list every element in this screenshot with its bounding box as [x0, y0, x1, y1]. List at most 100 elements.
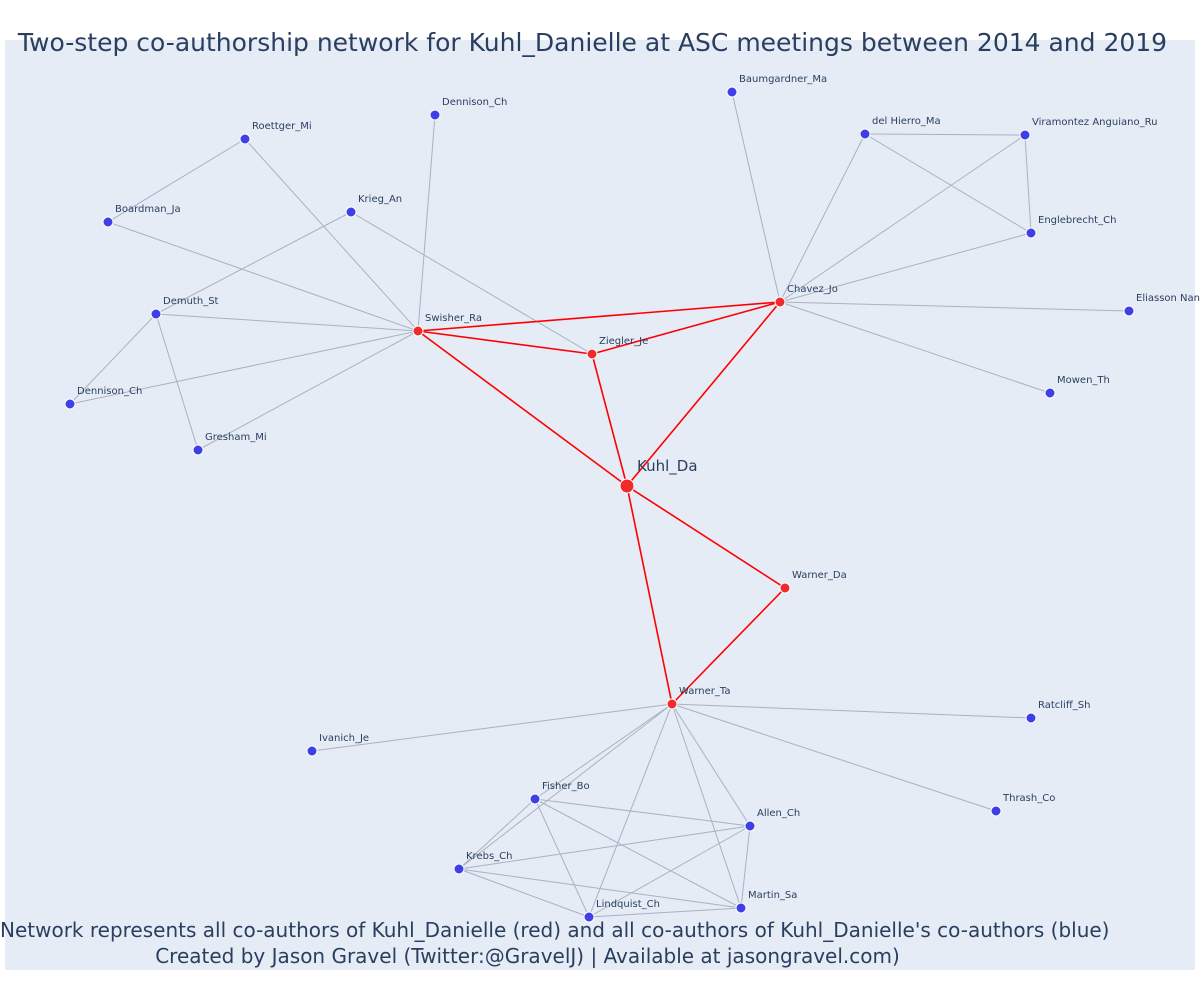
node-label-ivanich-je: Ivanich_Je	[319, 733, 369, 744]
node-label-viramontez-anguiano-ru: Viramontez Anguiano_Ru	[1032, 117, 1157, 128]
node-mowen-th[interactable]	[1044, 387, 1056, 399]
focal-edge-kuhl-da-warner-ta	[626, 485, 673, 705]
secondary-edge-del-hierro-ma-viramontez-anguiano-ru	[864, 133, 1026, 136]
node-label-krebs-ch: Krebs_Ch	[466, 851, 512, 862]
secondary-edge-warner-ta-ratcliff-sh	[671, 703, 1032, 719]
secondary-edge-warner-ta-martin-sa	[671, 703, 742, 909]
focal-edge-kuhl-da-warner-da	[626, 485, 786, 589]
node-label-baumgardner-ma: Baumgardner_Ma	[739, 74, 827, 85]
secondary-edge-viramontez-anguiano-ru-englebrecht-ch	[1024, 134, 1032, 234]
secondary-edge-allen-ch-lindquist-ch	[588, 825, 751, 918]
secondary-edge-krebs-ch-martin-sa	[458, 868, 742, 909]
node-label-mowen-th: Mowen_Th	[1057, 375, 1110, 386]
focal-edge-warner-da-warner-ta	[671, 587, 786, 705]
node-kuhl-da[interactable]	[619, 478, 635, 494]
node-label-boardman-ja: Boardman_Ja	[115, 204, 181, 215]
node-label-dennison-ch: Dennison_Ch	[442, 97, 507, 108]
secondary-edge-swisher-ra-dennison-ch	[417, 114, 436, 332]
focal-edge-kuhl-da-ziegler-je	[591, 353, 628, 487]
node-warner-da[interactable]	[779, 582, 791, 594]
node-label-englebrecht-ch: Englebrecht_Ch	[1038, 215, 1116, 226]
node-warner-ta[interactable]	[666, 698, 678, 710]
node-label-ratcliff-sh: Ratcliff_Sh	[1038, 700, 1090, 711]
focal-edge-kuhl-da-swisher-ra	[417, 330, 628, 487]
secondary-edge-chavez-jo-del-hierro-ma	[779, 133, 866, 303]
footer-caption: Network represents all co-authors of Kuh…	[0, 918, 1110, 942]
node-lindquist-ch[interactable]	[583, 911, 595, 923]
secondary-edge-swisher-ra-demuth-st	[155, 313, 419, 332]
secondary-edge-demuth-st-dennison-ch-2	[69, 313, 157, 405]
node-boardman-ja[interactable]	[102, 216, 114, 228]
node-martin-sa[interactable]	[735, 902, 747, 914]
secondary-edge-allen-ch-krebs-ch	[458, 825, 751, 870]
node-baumgardner-ma[interactable]	[726, 86, 738, 98]
node-del-hierro-ma[interactable]	[859, 128, 871, 140]
chart-title: Two-step co-authorship network for Kuhl_…	[17, 28, 1168, 57]
node-ivanich-je[interactable]	[306, 745, 318, 757]
node-label-krieg-an: Krieg_An	[358, 194, 402, 205]
secondary-edge-chavez-jo-baumgardner-ma	[731, 91, 781, 303]
secondary-edge-warner-ta-ivanich-je	[311, 703, 673, 752]
secondary-edge-warner-ta-thrash-co	[671, 703, 997, 812]
node-fisher-bo[interactable]	[529, 793, 541, 805]
node-label-warner-ta: Warner_Ta	[679, 686, 731, 697]
secondary-edge-fisher-bo-lindquist-ch	[534, 798, 590, 918]
node-label-dennison-ch-2: Dennison_Ch	[77, 386, 142, 397]
secondary-edge-del-hierro-ma-englebrecht-ch	[864, 133, 1032, 234]
node-chavez-jo[interactable]	[774, 296, 786, 308]
node-label-gresham-mi: Gresham_Mi	[205, 432, 267, 443]
node-thrash-co[interactable]	[990, 805, 1002, 817]
secondary-edge-swisher-ra-gresham-mi	[197, 330, 419, 451]
secondary-edge-chavez-jo-englebrecht-ch	[779, 232, 1032, 303]
node-label-ziegler-je: Ziegler_Je	[599, 336, 648, 347]
secondary-edge-layer	[69, 91, 1130, 918]
node-layer	[64, 86, 1135, 923]
node-label-chavez-jo: Chavez_Jo	[787, 284, 838, 295]
secondary-edge-fisher-bo-martin-sa	[534, 798, 742, 909]
node-demuth-st[interactable]	[150, 308, 162, 320]
node-label-warner-da: Warner_Da	[792, 570, 847, 581]
secondary-edge-krebs-ch-lindquist-ch	[458, 868, 590, 918]
focal-edge-swisher-ra-ziegler-je	[417, 330, 593, 355]
node-dennison-ch-2[interactable]	[64, 398, 76, 410]
secondary-edge-warner-ta-allen-ch	[671, 703, 751, 827]
secondary-edge-fisher-bo-krebs-ch	[458, 798, 536, 870]
focal-edge-swisher-ra-chavez-jo	[417, 301, 781, 332]
node-dennison-ch[interactable]	[429, 109, 441, 121]
node-krebs-ch[interactable]	[453, 863, 465, 875]
secondary-edge-krieg-an-ziegler-je	[350, 211, 593, 355]
node-label-roettger-mi: Roettger_Mi	[252, 121, 312, 132]
secondary-edge-fisher-bo-allen-ch	[534, 798, 751, 827]
focal-edge-layer	[417, 301, 786, 705]
secondary-edge-demuth-st-gresham-mi	[155, 313, 199, 451]
node-swisher-ra[interactable]	[412, 325, 424, 337]
secondary-edge-swisher-ra-roettger-mi	[244, 138, 419, 332]
node-label-fisher-bo: Fisher_Bo	[542, 781, 590, 792]
footer-credit: Created by Jason Gravel (Twitter:@Gravel…	[155, 944, 900, 968]
node-krieg-an[interactable]	[345, 206, 357, 218]
node-roettger-mi[interactable]	[239, 133, 251, 145]
node-label-allen-ch: Allen_Ch	[757, 808, 800, 819]
secondary-edge-swisher-ra-dennison-ch-2	[69, 330, 419, 405]
secondary-edge-warner-ta-fisher-bo	[534, 703, 673, 800]
node-viramontez-anguiano-ru[interactable]	[1019, 129, 1031, 141]
secondary-edge-warner-ta-krebs-ch	[458, 703, 673, 870]
node-ratcliff-sh[interactable]	[1025, 712, 1037, 724]
node-gresham-mi[interactable]	[192, 444, 204, 456]
focal-edge-kuhl-da-chavez-jo	[626, 301, 781, 487]
node-label-swisher-ra: Swisher_Ra	[425, 313, 482, 324]
node-label-kuhl-da: Kuhl_Da	[637, 457, 698, 476]
node-allen-ch[interactable]	[744, 820, 756, 832]
secondary-edge-roettger-mi-boardman-ja	[107, 138, 246, 223]
node-eliasson-nan[interactable]	[1123, 305, 1135, 317]
node-englebrecht-ch[interactable]	[1025, 227, 1037, 239]
node-label-demuth-st: Demuth_St	[163, 296, 219, 307]
node-label-lindquist-ch: Lindquist_Ch	[596, 899, 660, 910]
node-label-thrash-co: Thrash_Co	[1002, 793, 1055, 804]
secondary-edge-chavez-jo-mowen-th	[779, 301, 1051, 394]
node-ziegler-je[interactable]	[586, 348, 598, 360]
focal-edge-ziegler-je-chavez-jo	[591, 301, 781, 355]
